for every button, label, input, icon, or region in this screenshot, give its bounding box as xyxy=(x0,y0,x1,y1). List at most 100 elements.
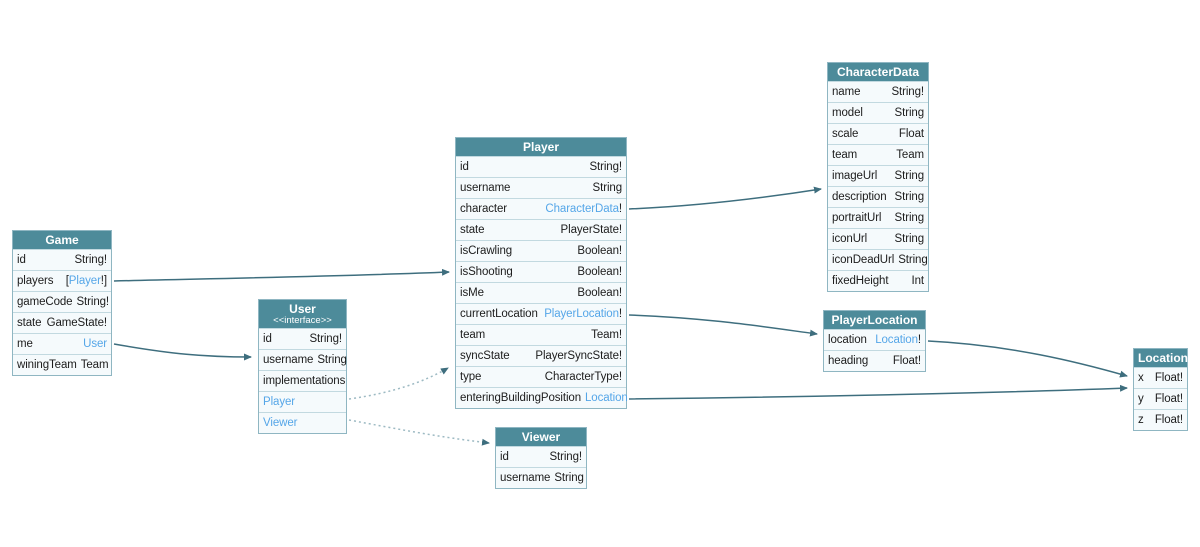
field-row[interactable]: currentLocation PlayerLocation! xyxy=(456,303,626,324)
field-row[interactable]: heading Float! xyxy=(824,350,925,371)
field-type: PlayerState! xyxy=(560,224,623,236)
field-row[interactable]: y Float! xyxy=(1134,388,1187,409)
type-link[interactable]: Location xyxy=(585,392,628,404)
edge-playerlocation-location-to-location xyxy=(927,340,1128,378)
field-row[interactable]: portraitUrl String xyxy=(828,207,928,228)
field-name: currentLocation xyxy=(460,308,538,320)
field-row[interactable]: implementations xyxy=(259,370,346,391)
field-row[interactable]: Viewer xyxy=(259,412,346,433)
field-name: team xyxy=(832,149,858,161)
type-link[interactable]: CharacterData xyxy=(545,203,619,215)
field-row[interactable]: username String xyxy=(259,349,347,370)
field-type: String xyxy=(894,233,925,245)
field-name: state xyxy=(17,317,42,329)
table-title: Location xyxy=(1138,351,1188,365)
field-row[interactable]: x Float! xyxy=(1134,367,1187,388)
field-row[interactable]: iconDeadUrl String xyxy=(828,249,928,270)
table-title: User xyxy=(289,302,316,316)
type-link[interactable]: Player xyxy=(68,275,101,287)
field-row[interactable]: description String xyxy=(828,186,928,207)
table-header[interactable]: Player xyxy=(456,138,626,156)
field-row[interactable]: type CharacterType! xyxy=(456,366,626,387)
field-row[interactable]: location Location! xyxy=(824,329,925,350)
table-header[interactable]: Location xyxy=(1134,349,1188,367)
table-title: CharacterData xyxy=(836,65,920,79)
field-type: Boolean! xyxy=(577,245,622,257)
interface-subtitle: <<interface>> xyxy=(273,315,332,326)
field-row[interactable]: Player xyxy=(259,391,346,412)
table-title: PlayerLocation xyxy=(831,313,918,327)
field-name: isCrawling xyxy=(460,245,513,257)
field-row[interactable]: state GameState! xyxy=(13,312,111,333)
field-rows: id String! username String xyxy=(496,446,586,488)
field-name: Player xyxy=(263,396,295,408)
field-row[interactable]: gameCode String! xyxy=(13,291,111,312)
field-name: enteringBuildingPosition xyxy=(460,392,581,404)
field-row[interactable]: isShooting Boolean! xyxy=(456,261,626,282)
field-rows: x Float! y Float! z Float! xyxy=(1134,367,1187,430)
field-type: String! xyxy=(891,86,924,98)
table-header[interactable]: PlayerLocation xyxy=(824,311,925,329)
field-type: String! xyxy=(549,451,582,463)
field-type: CharacterData! xyxy=(545,203,622,215)
field-row[interactable]: id String! xyxy=(259,328,346,349)
field-name: winingTeam xyxy=(17,359,77,371)
field-name: id xyxy=(17,254,26,266)
field-rows: id String! username String implementatio… xyxy=(259,328,347,433)
field-name: state xyxy=(460,224,485,236)
field-row[interactable]: id String! xyxy=(456,156,626,177)
field-row[interactable]: fixedHeight Int xyxy=(828,270,928,291)
field-name: scale xyxy=(832,128,859,140)
field-name: username xyxy=(263,354,314,366)
field-rows: name String! model String scale Float te… xyxy=(828,81,928,291)
edge-player-currentlocation-to-playerlocation xyxy=(628,314,818,337)
field-row[interactable]: character CharacterData! xyxy=(456,198,626,219)
field-type: String xyxy=(894,107,925,119)
field-name-link[interactable]: Viewer xyxy=(263,417,298,429)
type-table-game: Game id String! players [Player!] gameCo… xyxy=(12,230,112,376)
field-name: team xyxy=(460,329,486,341)
table-header[interactable]: CharacterData xyxy=(828,63,928,81)
field-name: fixedHeight xyxy=(832,275,889,287)
field-name: isMe xyxy=(460,287,484,299)
field-row[interactable]: state PlayerState! xyxy=(456,219,626,240)
field-row[interactable]: scale Float xyxy=(828,123,928,144)
field-row[interactable]: team Team xyxy=(828,144,928,165)
edge-player-character-to-characterdata xyxy=(628,186,822,210)
type-link[interactable]: User xyxy=(83,338,107,350)
field-row[interactable]: isCrawling Boolean! xyxy=(456,240,626,261)
table-header[interactable]: User <<interface>> xyxy=(259,300,346,328)
field-row[interactable]: enteringBuildingPosition Location xyxy=(456,387,628,408)
field-row[interactable]: id String! xyxy=(496,446,586,467)
table-header[interactable]: Viewer xyxy=(496,428,586,446)
field-row[interactable]: username String xyxy=(496,467,586,488)
type-link[interactable]: PlayerLocation xyxy=(544,308,619,320)
field-row[interactable]: iconUrl String xyxy=(828,228,928,249)
field-row[interactable]: id String! xyxy=(13,249,111,270)
field-row[interactable]: players [Player!] xyxy=(13,270,111,291)
field-name-link[interactable]: Player xyxy=(263,396,295,408)
field-row[interactable]: username String xyxy=(456,177,626,198)
field-row[interactable]: imageUrl String xyxy=(828,165,928,186)
field-type: String xyxy=(554,472,584,484)
field-row[interactable]: name String! xyxy=(828,81,928,102)
type-link[interactable]: Location xyxy=(875,334,918,346)
field-row[interactable]: winingTeam Team xyxy=(13,354,111,375)
field-rows: id String! players [Player!] gameCode St… xyxy=(13,249,111,375)
field-type: String xyxy=(592,182,623,194)
field-row[interactable]: isMe Boolean! xyxy=(456,282,626,303)
field-row[interactable]: model String xyxy=(828,102,928,123)
field-name: character xyxy=(460,203,508,215)
field-type: String! xyxy=(76,296,110,308)
field-type: Int xyxy=(911,275,925,287)
field-name: description xyxy=(832,191,887,203)
field-type: PlayerLocation! xyxy=(544,308,622,320)
field-type: Location xyxy=(585,392,628,404)
field-row[interactable]: z Float! xyxy=(1134,409,1187,430)
field-row[interactable]: team Team! xyxy=(456,324,626,345)
field-name: portraitUrl xyxy=(832,212,882,224)
field-row[interactable]: syncState PlayerSyncState! xyxy=(456,345,626,366)
field-row[interactable]: me User xyxy=(13,333,111,354)
type-table-viewer: Viewer id String! username String xyxy=(495,427,587,489)
table-header[interactable]: Game xyxy=(13,231,111,249)
